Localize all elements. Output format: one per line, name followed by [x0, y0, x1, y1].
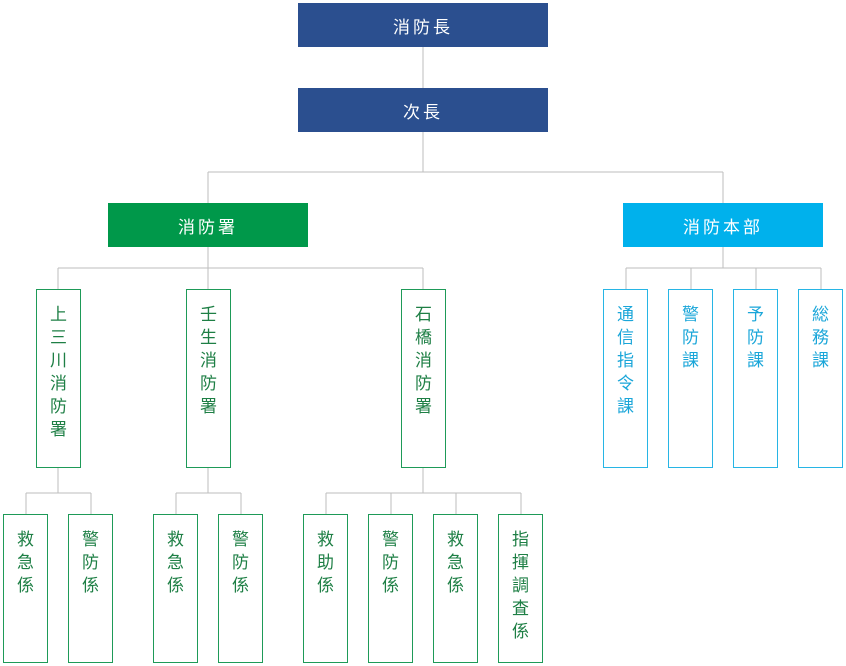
- division-fire-defense: 警防課: [668, 289, 713, 468]
- section-label: 救助係: [317, 530, 334, 596]
- branch-ishibashi: 石橋消防署: [401, 289, 446, 468]
- fire-hq-box: 消防本部: [623, 203, 823, 247]
- fire-hq-label: 消防本部: [683, 217, 763, 238]
- section-label: 指揮調査係: [512, 530, 529, 642]
- section-mibu-ems: 救急係: [153, 514, 198, 663]
- branch-kaminokawa-label: 上三川消防署: [50, 305, 67, 440]
- chief-box: 消防長: [298, 3, 548, 47]
- division-prevention-label: 予防課: [747, 305, 764, 371]
- section-ishibashi-rescue: 救助係: [303, 514, 348, 663]
- deputy-label: 次長: [403, 102, 443, 123]
- section-label: 警防係: [82, 530, 99, 596]
- division-prevention: 予防課: [733, 289, 778, 468]
- section-ishibashi-fire-defense: 警防係: [368, 514, 413, 663]
- section-kaminokawa-ems: 救急係: [3, 514, 48, 663]
- section-ishibashi-command-investigation: 指揮調査係: [498, 514, 543, 663]
- division-general-affairs-label: 総務課: [812, 305, 829, 371]
- section-label: 救急係: [447, 530, 464, 596]
- division-general-affairs: 総務課: [798, 289, 843, 468]
- section-label: 警防係: [232, 530, 249, 596]
- section-label: 救急係: [17, 530, 34, 596]
- branch-mibu: 壬生消防署: [186, 289, 231, 468]
- branch-kaminokawa: 上三川消防署: [36, 289, 81, 468]
- division-fire-defense-label: 警防課: [682, 305, 699, 371]
- division-communications-label: 通信指令課: [617, 305, 634, 417]
- fire-station-box: 消防署: [108, 203, 308, 247]
- chief-label: 消防長: [393, 17, 453, 38]
- division-communications: 通信指令課: [603, 289, 648, 468]
- fire-station-label: 消防署: [178, 217, 238, 238]
- section-ishibashi-ems: 救急係: [433, 514, 478, 663]
- deputy-box: 次長: [298, 88, 548, 132]
- section-mibu-fire-defense: 警防係: [218, 514, 263, 663]
- branch-ishibashi-label: 石橋消防署: [415, 305, 432, 417]
- branch-mibu-label: 壬生消防署: [200, 305, 217, 417]
- section-label: 救急係: [167, 530, 184, 596]
- section-kaminokawa-fire-defense: 警防係: [68, 514, 113, 663]
- section-label: 警防係: [382, 530, 399, 596]
